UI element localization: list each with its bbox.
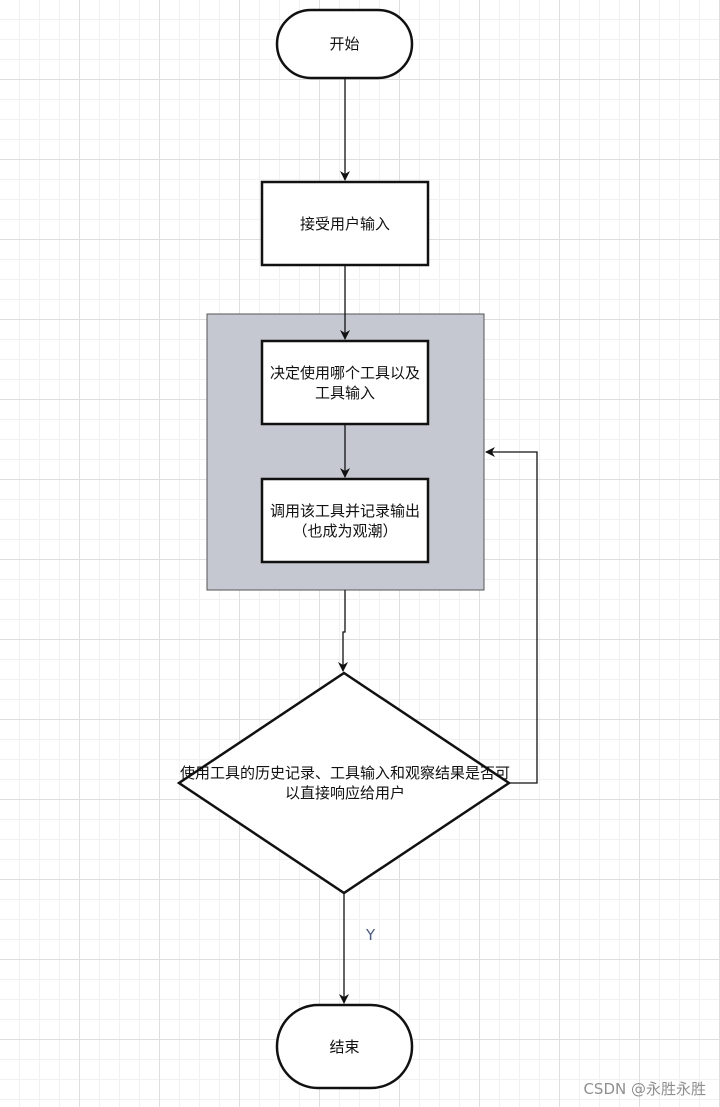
call-tool-label: 调用该工具并记录输出（也成为观潮）: [269, 501, 420, 540]
receive-input-label: 接受用户输入: [299, 214, 390, 233]
edge-loop-back: [485, 447, 538, 784]
call-tool-box[interactable]: [260, 477, 430, 564]
receive-input-box[interactable]: [260, 180, 430, 267]
yes-edge-label: Y: [366, 926, 376, 944]
end-terminal[interactable]: [275, 1003, 414, 1090]
decide-tool-label: 决定使用哪个工具以及工具输入: [269, 363, 420, 402]
decide-tool-box[interactable]: [260, 339, 430, 426]
decision-label: 使用工具的历史记录、工具输入和观察结果是否可以直接响应给用户: [180, 764, 511, 802]
edge-container-to-decision: [338, 590, 348, 672]
end-label: 结束: [329, 1037, 360, 1056]
watermark: CSDN @永胜永胜: [583, 1080, 706, 1098]
start-label: 开始: [329, 35, 360, 53]
